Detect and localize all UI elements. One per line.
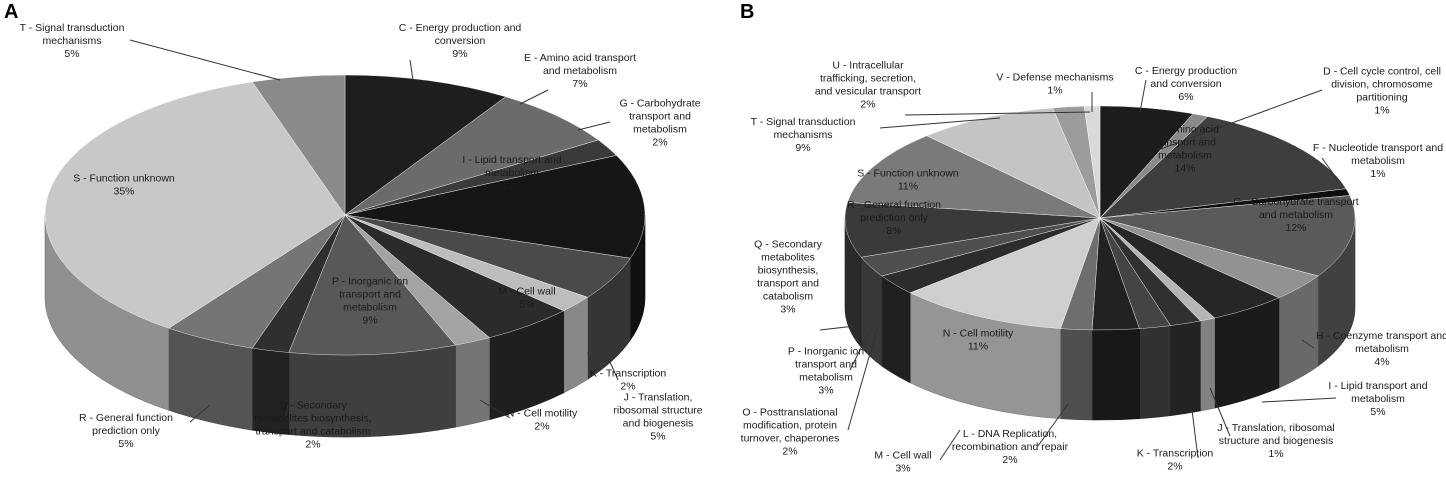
pie-slice-c-energy-production-and-conversion bbox=[344, 74, 507, 216]
leader-line-q-secondary-metabolites-biosynthesis-transport-and-catabolism bbox=[819, 325, 856, 331]
pie-side-k-transcription bbox=[1170, 320, 1201, 416]
leader-line-c-energy-production-and-conversion bbox=[409, 59, 414, 81]
leader-line-i-lipid-transport-and-metabolism bbox=[1261, 397, 1337, 403]
leader-line-e-amino-acid-transport-and-metabolism bbox=[519, 89, 549, 105]
leader-line-k-transcription bbox=[1191, 409, 1199, 459]
leader-line-c-energy-production-and-conversion bbox=[1139, 79, 1147, 113]
pie-slice-p-inorganic-ion-transport-and-metabolism bbox=[288, 214, 456, 356]
leader-line-r-general-function-prediction-only bbox=[189, 404, 211, 423]
panel-letter-a: A bbox=[4, 1, 18, 23]
leader-line-g-carbohydrate-transport-and-metabolism bbox=[577, 121, 611, 131]
pie-side-p-inorganic-ion-transport-and-metabolism bbox=[881, 275, 911, 384]
leader-line-t-signal-transduction-mechanisms bbox=[129, 39, 281, 81]
leader-line-l-dna-replication-recombination-and-repair bbox=[1037, 403, 1069, 447]
leader-line-d-cell-cycle-control-cell-division-chromosome-partitioning bbox=[1157, 89, 1323, 151]
pie-side-n-cell-motility bbox=[455, 337, 490, 428]
leader-line-m-cell-wall bbox=[939, 429, 961, 461]
pie-slice-e-amino-acid-transport-and-metabolism bbox=[344, 96, 599, 216]
leader-line-j-translation-ribosomal-structure-and-biogenesis bbox=[609, 361, 619, 381]
pie-side-j-translation-ribosomal-structure-and-biogenesis bbox=[1200, 317, 1216, 412]
leader-line-o-posttranslational-modification-protein-turnover-chaperones bbox=[847, 325, 879, 431]
pie-slice-s-function-unknown bbox=[847, 135, 1101, 219]
pie-side-m-cell-wall bbox=[1091, 328, 1140, 421]
leader-line-t-signal-transduction-mechanisms bbox=[879, 117, 1001, 129]
leader-line-q-secondary-metabolites-biosynthesis-transport-and-catabolism bbox=[285, 404, 289, 417]
slice-label-l-dna-replication-recombination-and-repair: L - DNA Replication,recombination and re… bbox=[952, 428, 1069, 466]
leader-line-n-cell-motility bbox=[479, 399, 511, 419]
pie-slice-e-amino-acid-transport-and-metabolism bbox=[1099, 116, 1347, 219]
pie-slices bbox=[844, 105, 1356, 331]
pie-slice-r-general-function-prediction-only bbox=[844, 202, 1101, 258]
pie-slice-t-signal-transduction-mechanisms bbox=[251, 74, 346, 216]
leader-line-f-nucleotide-transport-and-metabolism bbox=[1321, 157, 1343, 187]
panel-letter-b: B bbox=[740, 1, 754, 23]
pie-slice-g-carbohydrate-transport-and-metabolism bbox=[1099, 195, 1356, 277]
leader-line-j-translation-ribosomal-structure-and-biogenesis bbox=[1209, 387, 1231, 437]
pie-side-walls bbox=[844, 217, 1356, 421]
pie-side-walls bbox=[44, 214, 646, 438]
pie-side-k-transcription bbox=[563, 296, 589, 394]
pie-side-l-dna-replication-recombination-and-repair bbox=[1139, 325, 1171, 419]
leader-line-u-intracellular-trafficking-secretion-and-vesicular-transport bbox=[904, 111, 1091, 116]
pie-slice-n-cell-motility bbox=[909, 217, 1101, 329]
leader-line-h-coenzyme-transport-and-metabolism bbox=[1301, 339, 1315, 349]
pie-slice-s-function-unknown bbox=[44, 81, 346, 329]
pie-slices bbox=[44, 74, 646, 356]
leader-line-k-transcription bbox=[587, 351, 591, 371]
pie-side-o-posttranslational-modification-protein-turnover-chaperones bbox=[1060, 328, 1093, 421]
pie-slice-i-lipid-transport-and-metabolism bbox=[344, 155, 646, 259]
leader-line-p-inorganic-ion-transport-and-metabolism bbox=[849, 329, 871, 371]
pie-slice-t-signal-transduction-mechanisms bbox=[926, 107, 1101, 219]
